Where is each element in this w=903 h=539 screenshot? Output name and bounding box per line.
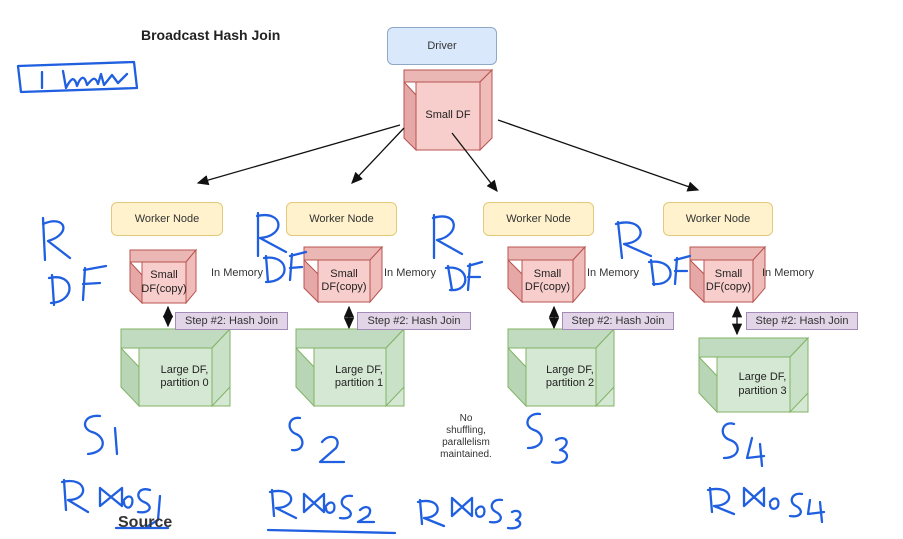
- hash-join-step-0: Step #2: Hash Join: [175, 312, 288, 330]
- small-df-copy-cube-2: [507, 245, 587, 304]
- worker-node-3: Worker Node: [663, 202, 773, 236]
- worker-node-2: Worker Node: [483, 202, 594, 236]
- broadcast-arrow-1: [351, 127, 405, 184]
- handwritten-annotations: [16, 60, 826, 535]
- driver-label: Driver: [427, 40, 457, 52]
- no-shuffling-note: No shuffling, parallelism maintained.: [440, 413, 492, 460]
- broadcast-arrow-0: [196, 124, 401, 186]
- large-df-cube-0: [120, 327, 232, 408]
- in-memory-label-2: In Memory: [587, 267, 639, 279]
- diagram-title: Broadcast Hash Join: [141, 27, 281, 43]
- driver-node: Driver: [387, 27, 497, 65]
- small-df-copy-cube-1: [303, 245, 384, 304]
- large-df-label-0: Large DF,partition 0: [160, 363, 209, 389]
- hash-join-step-1: Step #2: Hash Join: [357, 312, 471, 330]
- worker-node-label: Worker Node: [134, 213, 200, 225]
- small-df-cube-central: [403, 68, 494, 152]
- small-df-copy-cube-0: [129, 248, 198, 305]
- large-df-cube-1: [295, 327, 406, 408]
- in-memory-label-3: In Memory: [762, 267, 814, 279]
- broadcast-arrow-3: [497, 119, 700, 192]
- small-df-central-label: Small DF: [425, 109, 471, 122]
- in-memory-label-0: In Memory: [211, 267, 263, 279]
- worker-node-1: Worker Node: [286, 202, 397, 236]
- in-memory-label-1: In Memory: [384, 267, 436, 279]
- large-df-label-1: Large DF,partition 1: [334, 363, 384, 389]
- small-df-copy-cube-3: [689, 245, 767, 304]
- large-df-label-2: Large DF,partition 2: [545, 363, 595, 389]
- large-df-cube-3: [698, 336, 810, 414]
- worker-node-label: Worker Node: [685, 213, 751, 225]
- worker-node-label: Worker Node: [309, 213, 374, 225]
- broadcast-arrow-2: [451, 132, 498, 193]
- large-df-cube-2: [507, 327, 616, 408]
- hash-join-step-3: Step #2: Hash Join: [746, 312, 858, 330]
- hash-join-step-2: Step #2: Hash Join: [562, 312, 674, 330]
- large-df-label-3: Large DF,partition 3: [738, 371, 787, 397]
- worker-node-label: Worker Node: [506, 213, 571, 225]
- worker-node-0: Worker Node: [111, 202, 223, 236]
- source-label: Source: [118, 514, 173, 531]
